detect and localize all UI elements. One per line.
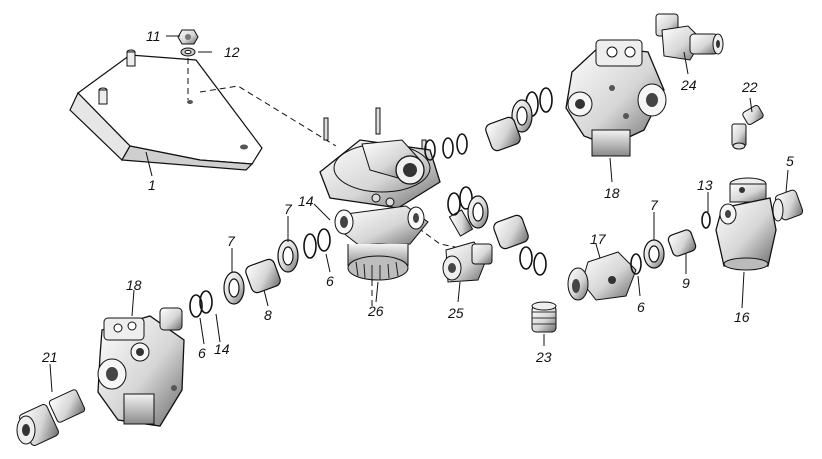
lower-pressure-modulator	[97, 307, 185, 427]
callout-18-top: 18	[604, 185, 620, 201]
callout-14-left: 14	[214, 341, 230, 357]
callout-7-lower: 7	[227, 233, 236, 249]
callout-labels: 11 12 1 24 22 5 13 18 14 7 7 6 26 25 17 …	[41, 28, 794, 365]
callout-6-mid: 6	[326, 273, 334, 289]
angled-union	[567, 251, 637, 301]
upper-pressure-modulator	[565, 39, 667, 157]
callout-26: 26	[367, 303, 384, 319]
callout-21: 21	[41, 349, 58, 365]
push-in-fitting	[16, 389, 86, 446]
hex-nut	[177, 29, 199, 45]
banjo-fitting	[442, 209, 493, 283]
union-nuts	[223, 99, 665, 305]
callout-11: 11	[146, 28, 161, 44]
callout-24: 24	[680, 77, 697, 93]
central-control-valve	[319, 107, 441, 281]
callout-6-right: 6	[637, 299, 645, 315]
callout-7-left: 7	[284, 201, 293, 217]
callout-22: 22	[741, 79, 758, 95]
callout-17: 17	[590, 231, 607, 247]
elbow-fitting	[731, 105, 764, 150]
leader-lines	[49, 35, 789, 393]
seal-rings-set	[189, 87, 711, 318]
callout-23: 23	[535, 349, 552, 365]
callout-14-mid: 14	[298, 193, 314, 209]
pipe-sleeves	[245, 116, 697, 294]
mounting-bracket	[69, 49, 263, 171]
callout-1: 1	[148, 177, 156, 193]
tee-fitting	[655, 13, 724, 61]
callout-8: 8	[264, 307, 272, 323]
threaded-plug	[531, 301, 557, 333]
callout-25: 25	[447, 305, 464, 321]
callout-6-left: 6	[198, 345, 206, 361]
callout-13: 13	[697, 177, 713, 193]
callout-9: 9	[682, 275, 690, 291]
single-circuit-valve	[715, 177, 777, 271]
callout-12: 12	[224, 44, 240, 60]
spring-washer	[180, 47, 196, 57]
callout-16: 16	[734, 309, 750, 325]
callout-5: 5	[786, 153, 794, 169]
connector-cap	[772, 189, 804, 222]
callout-18-bottom: 18	[126, 277, 142, 293]
callout-7-right: 7	[650, 197, 659, 213]
